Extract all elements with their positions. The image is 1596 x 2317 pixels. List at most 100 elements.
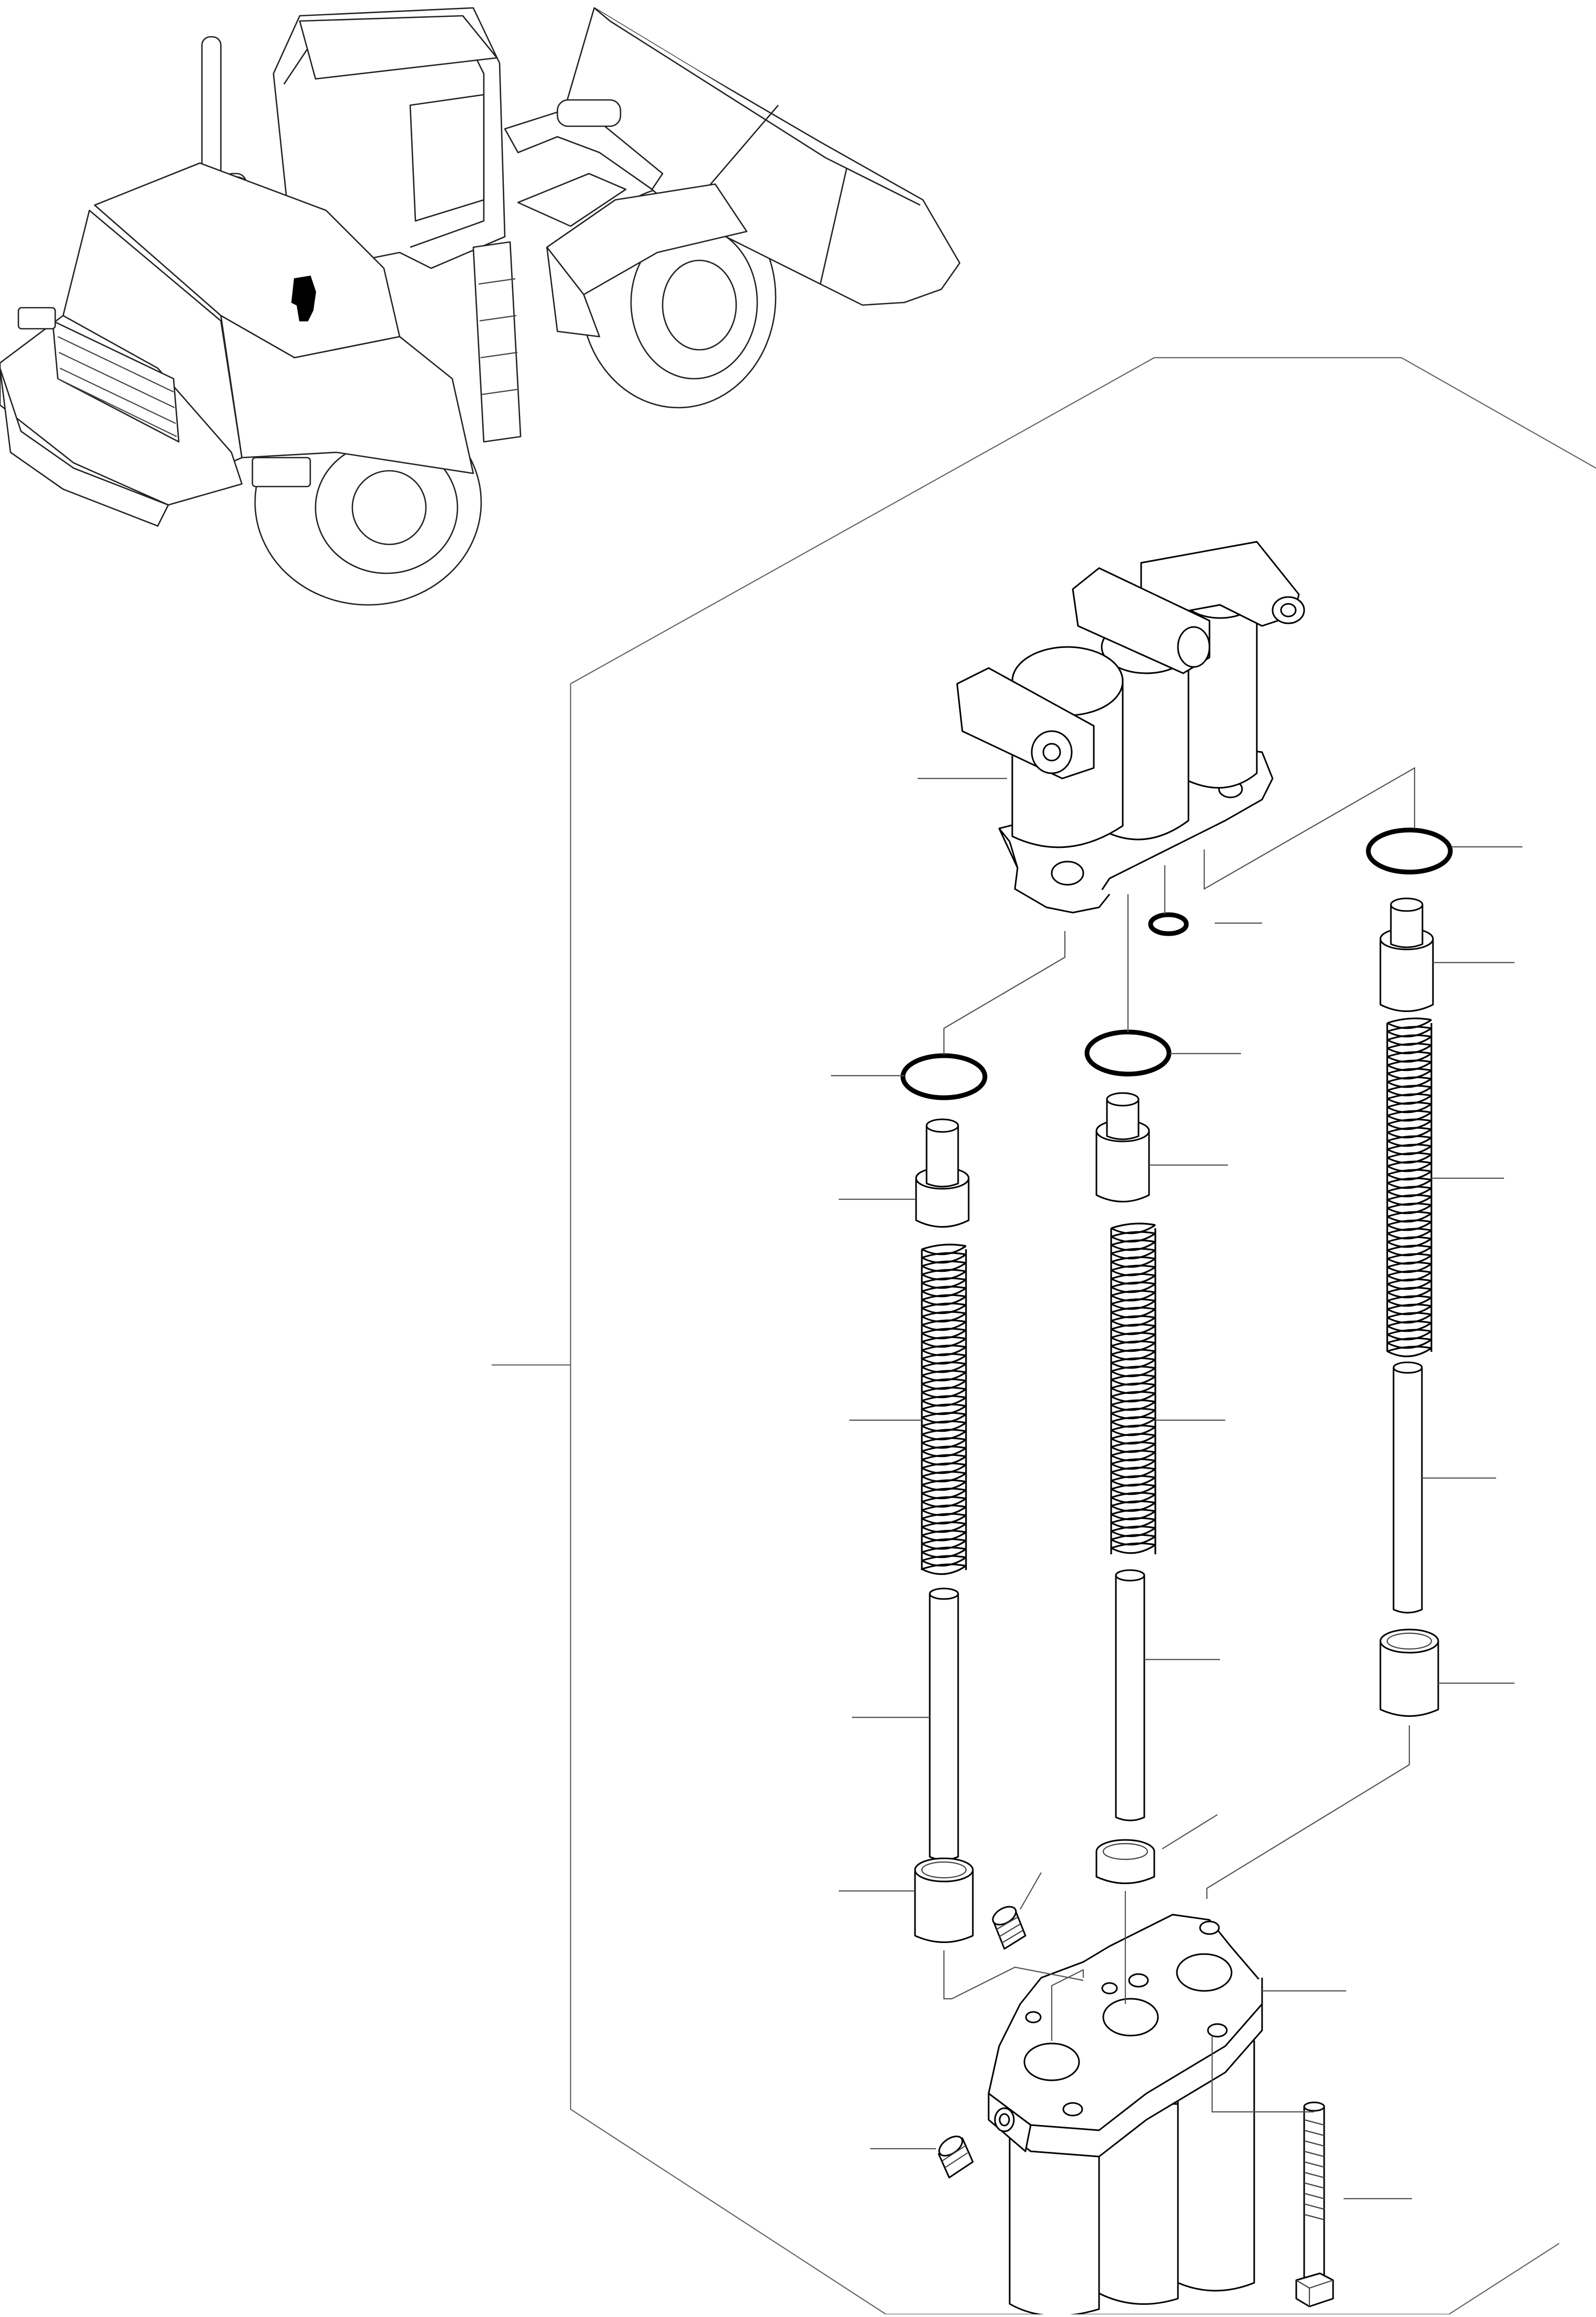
spring-coil <box>1387 1238 1432 1248</box>
spring-coil-back <box>921 1252 967 1259</box>
sleeve-left <box>914 1857 974 1943</box>
spring-coil <box>1387 1305 1432 1316</box>
spring-coil-back <box>1111 1382 1156 1389</box>
spring-coil-back <box>1387 1144 1432 1150</box>
spring-coil <box>1387 1313 1432 1324</box>
spring-coil <box>1111 1224 1156 1235</box>
spring-coil <box>921 1430 967 1441</box>
spring-coil <box>1387 1086 1432 1097</box>
spring-coil <box>1387 1036 1432 1046</box>
spring-coil-back <box>921 1336 967 1343</box>
spring-coil <box>921 1514 967 1525</box>
spring-coil-back <box>921 1319 967 1326</box>
spring-coil <box>921 1481 967 1491</box>
spring-coil-back <box>1387 1253 1432 1260</box>
spring-coil-back <box>921 1445 967 1452</box>
spring-coil-back <box>921 1420 967 1427</box>
bolt <box>1295 2101 1334 2308</box>
spring-coil <box>1111 1375 1156 1386</box>
spring-coil-back <box>921 1521 967 1528</box>
spring-coil <box>1387 1078 1432 1088</box>
spring-coil <box>1111 1266 1156 1277</box>
spring-coil-back <box>1111 1509 1156 1515</box>
spring-coil-back <box>1387 1186 1432 1192</box>
spring-coil-back <box>921 1353 967 1360</box>
sleeve-center <box>1095 1839 1155 1884</box>
spring-coil-back <box>921 1370 967 1377</box>
spring-coil <box>1111 1535 1156 1546</box>
spring-coil <box>1387 1179 1432 1189</box>
spring-coil <box>1387 1221 1432 1231</box>
spring-coil <box>1111 1325 1156 1335</box>
spring-coil <box>1111 1510 1156 1521</box>
spring-coil-back <box>1387 1278 1432 1285</box>
piston-left <box>915 1118 970 1228</box>
spring-coil <box>1111 1392 1156 1403</box>
spring-coil <box>1387 1027 1432 1038</box>
spring-coil-back <box>1387 1051 1432 1058</box>
spring-coil <box>1111 1485 1156 1495</box>
spring-coil-back <box>1387 1312 1432 1319</box>
spring-coil <box>921 1380 967 1390</box>
spring-coil-back <box>921 1479 967 1486</box>
spring-coil-back <box>1387 1177 1432 1184</box>
spring-coil-back <box>921 1504 967 1511</box>
spring-coil-back <box>1111 1248 1156 1254</box>
spring-coil <box>1387 1204 1432 1215</box>
o-ring-large-left <box>900 1053 988 1100</box>
spring-coil-back <box>1111 1542 1156 1549</box>
spring-coil-back <box>1387 1320 1432 1327</box>
spring-coil-back <box>1387 1118 1432 1125</box>
spring-coil <box>1111 1241 1156 1251</box>
spring-coil-back <box>921 1454 967 1461</box>
spring-coil-back <box>1387 1068 1432 1075</box>
spring-coil <box>1111 1342 1156 1352</box>
spring-coil <box>921 1363 967 1373</box>
spring-coil-back <box>1111 1450 1156 1456</box>
spring-coil-back <box>921 1496 967 1503</box>
spring-coil <box>1111 1502 1156 1512</box>
rod-center <box>1115 1569 1145 1822</box>
spring-coil-back <box>1387 1295 1432 1302</box>
spring-coil-back <box>1111 1500 1156 1507</box>
spring-coil-back <box>921 1437 967 1444</box>
spring-coil-back <box>1387 1202 1432 1209</box>
spring-coil-back <box>921 1286 967 1292</box>
spring-coil-back <box>921 1361 967 1368</box>
spring-coil <box>1111 1426 1156 1436</box>
spring-coil <box>1111 1401 1156 1411</box>
spring-coil-back <box>1111 1416 1156 1423</box>
spring-coil-back <box>1387 1211 1432 1218</box>
spring-coil-back <box>921 1344 967 1351</box>
spring-coil-back <box>1111 1483 1156 1490</box>
spring-coil-back <box>1387 1169 1432 1176</box>
spring-coil <box>1387 1061 1432 1071</box>
spring-coil <box>1387 1196 1432 1206</box>
spring-coil <box>1111 1527 1156 1537</box>
piston-center <box>1095 1092 1150 1202</box>
spring-coil <box>1387 1271 1432 1282</box>
spring-coil <box>1111 1384 1156 1394</box>
spring-coil-back <box>1387 1270 1432 1277</box>
spring-coil <box>921 1287 967 1298</box>
spring-coil <box>1111 1317 1156 1327</box>
spring-coil <box>921 1279 967 1289</box>
spring-coil-back <box>1111 1365 1156 1372</box>
spring-coil-back <box>1111 1374 1156 1381</box>
spring-coil-back <box>921 1563 967 1570</box>
spring-coil-back <box>1111 1315 1156 1322</box>
spring-coil <box>1387 1162 1432 1172</box>
spring-coil-back <box>921 1538 967 1545</box>
spring-coil-back <box>921 1403 967 1410</box>
spring-coil-back <box>1387 1076 1432 1083</box>
wheel-loader-overview <box>0 7 961 606</box>
spring-coil <box>1111 1443 1156 1453</box>
spring-coil-back <box>1111 1399 1156 1406</box>
spring-coil-back <box>921 1471 967 1478</box>
spring-coil <box>1111 1434 1156 1445</box>
spring-coil-back <box>1111 1534 1156 1541</box>
spring-coil <box>921 1346 967 1357</box>
spring-coil <box>921 1253 967 1264</box>
spring-coil-back <box>1111 1231 1156 1238</box>
